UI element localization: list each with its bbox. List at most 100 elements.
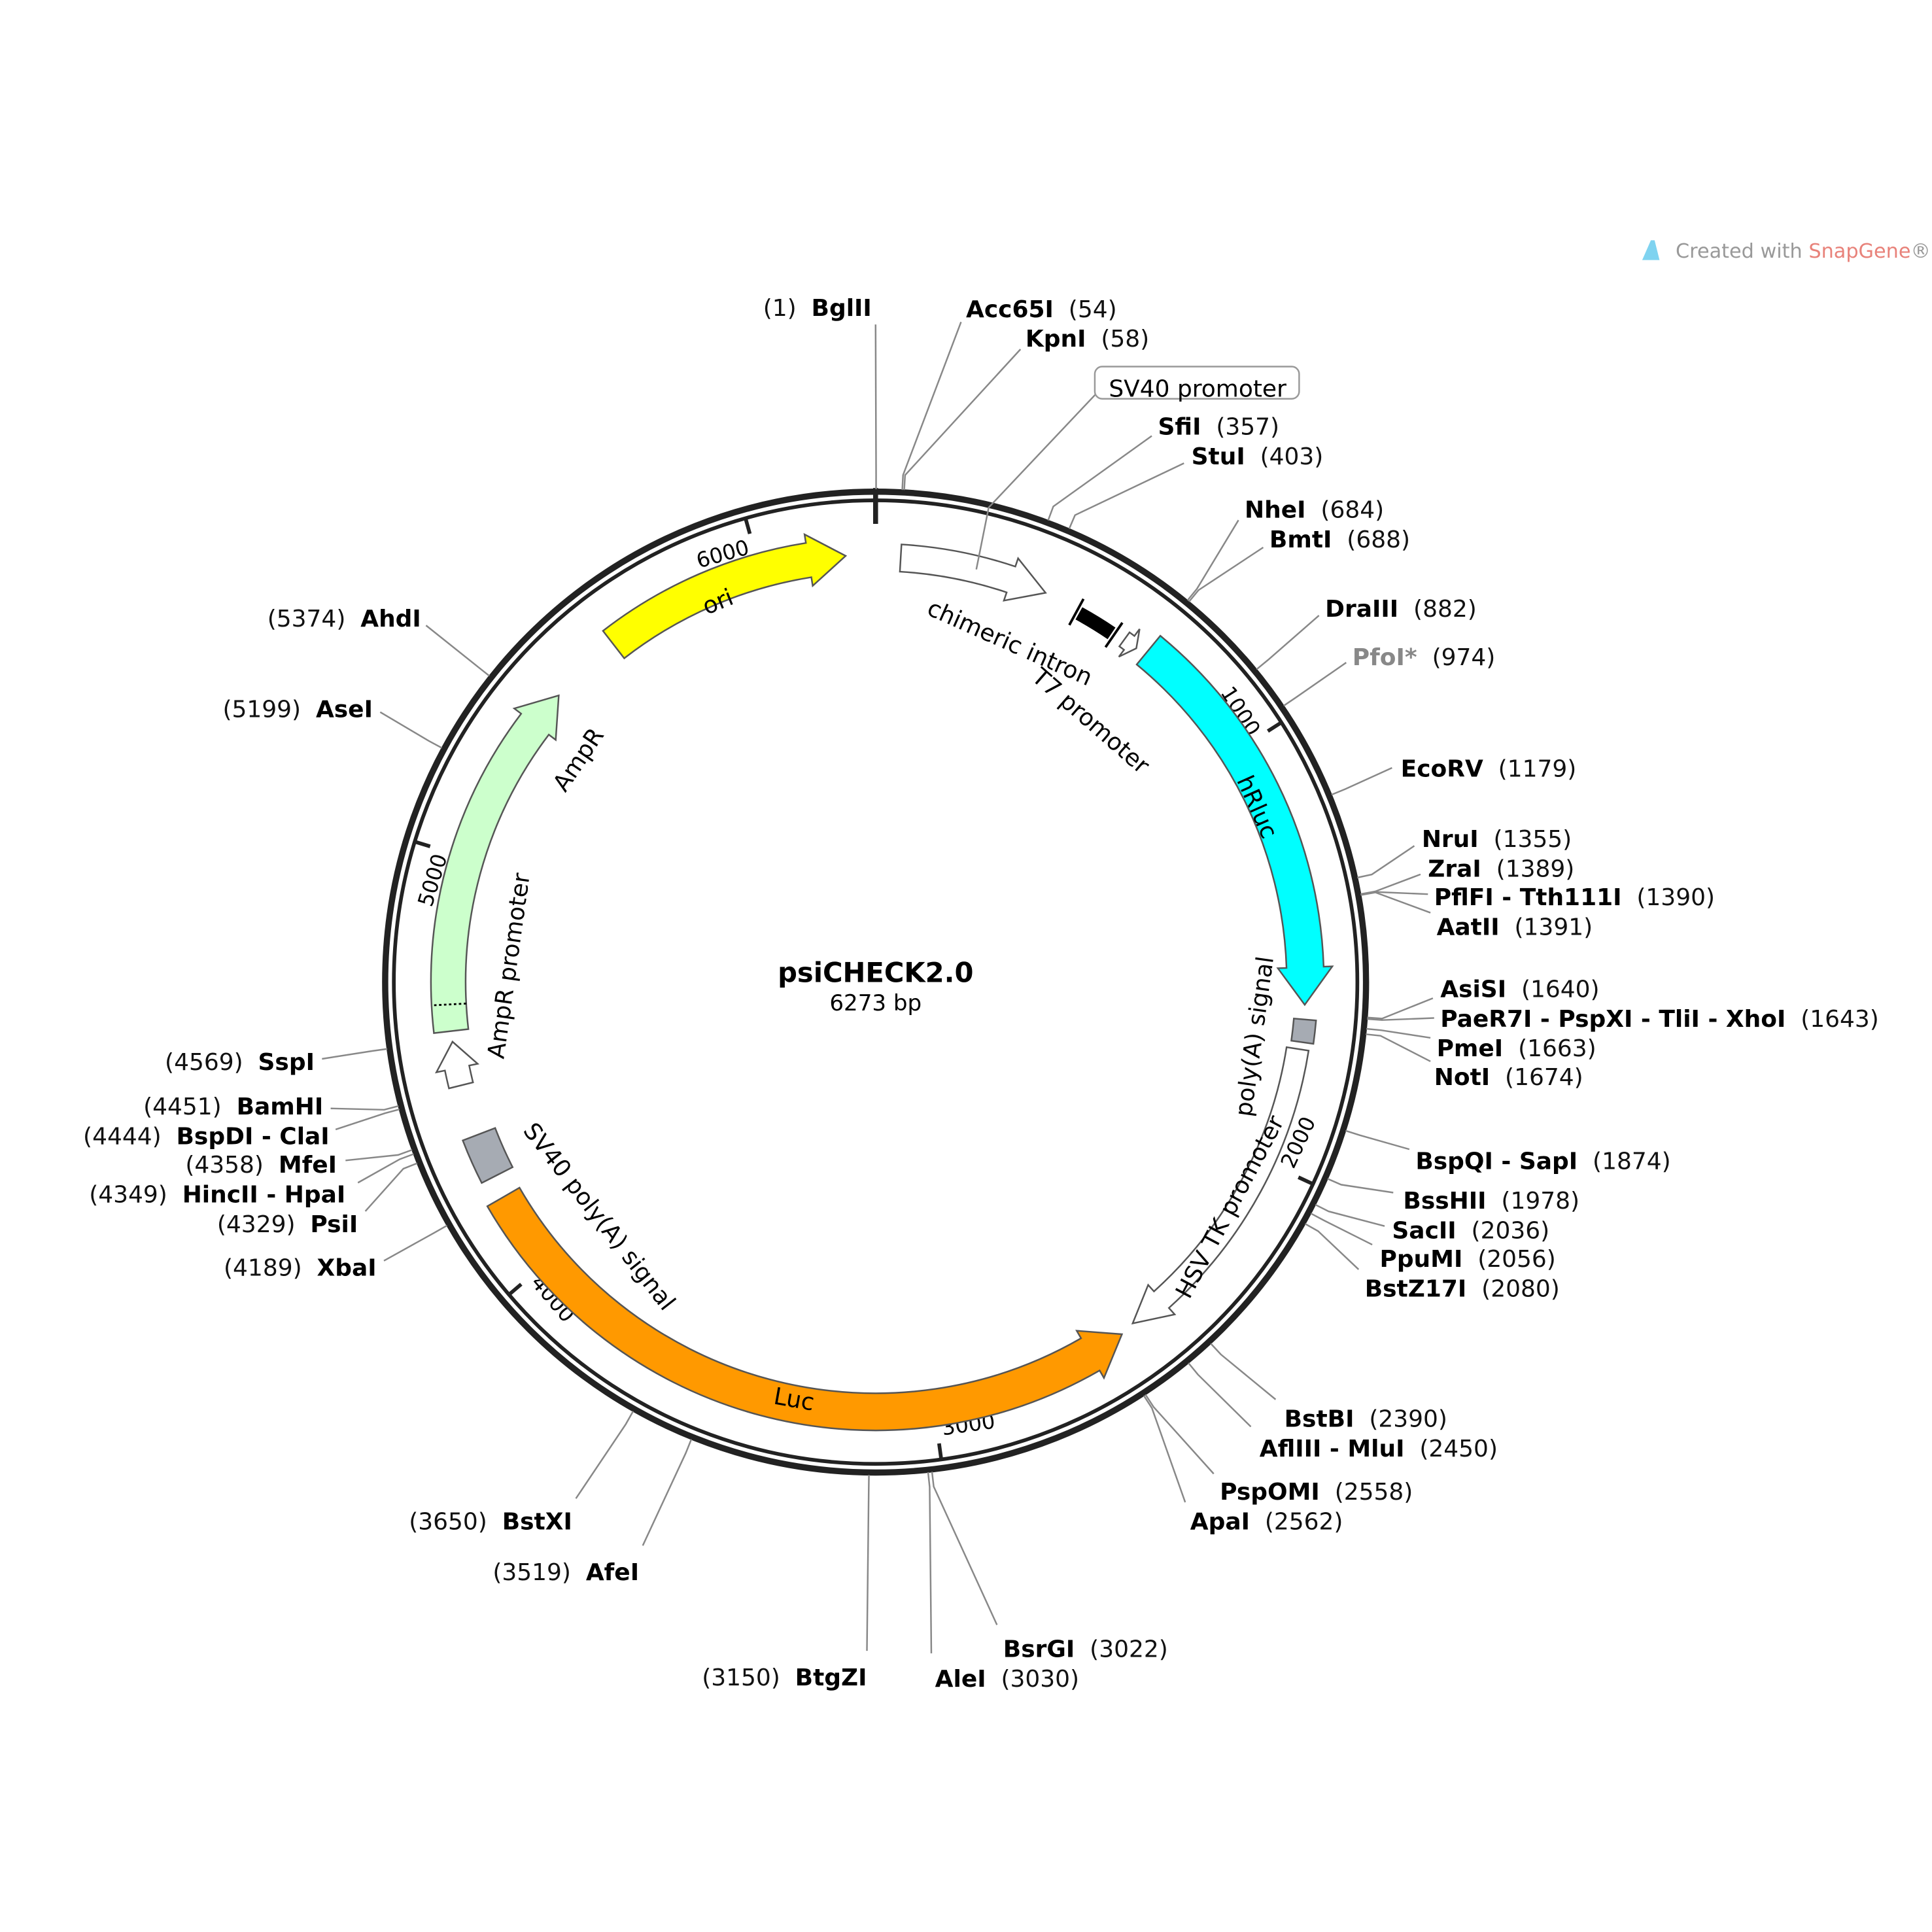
enzyme-leader-line	[322, 1048, 388, 1060]
enzyme-position: (4358)	[185, 1152, 264, 1179]
enzyme-position: (4569)	[165, 1049, 243, 1076]
feature-shape	[602, 532, 848, 660]
enzyme-name: BspQI - SapI	[1415, 1148, 1578, 1175]
enzyme-label: NheI (684)	[1245, 497, 1384, 524]
enzyme-label: PaeR7I - PspXI - TliI - XhoI (1643)	[1440, 1006, 1879, 1033]
enzyme-position: (974)	[1432, 644, 1496, 671]
enzyme-name: AsiSI	[1440, 976, 1506, 1003]
enzyme-leader-line	[1357, 845, 1415, 879]
enzyme-name: KpnI	[1026, 326, 1086, 353]
enzyme-label: StuI (403)	[1192, 443, 1324, 470]
plasmid-length: 6273 bp	[829, 990, 922, 1016]
enzyme-position: (882)	[1413, 596, 1477, 623]
enzyme-label: (1) BglII	[763, 295, 872, 322]
enzyme-site: (3150) BtgZI	[702, 1475, 870, 1691]
enzyme-site: (1) BglII	[763, 295, 877, 489]
enzyme-leader-line	[1047, 435, 1152, 521]
enzyme-leader-line	[1068, 462, 1184, 530]
snapgene-logo-icon	[1642, 240, 1660, 260]
enzyme-site: Acc65I (54)	[901, 296, 1117, 491]
enzyme-leader-line	[1360, 891, 1431, 914]
enzyme-leader-line	[1367, 1017, 1434, 1021]
enzyme-leader-line	[1327, 1178, 1394, 1194]
feature-label: AmpR promoter	[483, 871, 535, 1060]
enzyme-name: EcoRV	[1401, 755, 1483, 782]
enzyme-position: (2450)	[1419, 1436, 1498, 1462]
enzyme-name: BtgZI	[795, 1665, 867, 1691]
feature-shape	[462, 1127, 514, 1184]
enzyme-site: PpuMI (2056)	[1310, 1213, 1556, 1273]
enzyme-leader-line	[901, 321, 962, 491]
enzyme-label: (3519) AfeI	[492, 1559, 639, 1586]
enzyme-leader-line	[1186, 519, 1239, 601]
enzyme-label: NruI (1355)	[1422, 826, 1572, 853]
enzyme-name: BsrGI	[1003, 1636, 1075, 1663]
feature-sv40-promoter: SV40 promoter	[899, 366, 1300, 602]
enzyme-name: BstBI	[1285, 1406, 1354, 1432]
enzyme-name: BspDI - ClaI	[177, 1124, 330, 1150]
enzyme-name: NotI	[1434, 1064, 1490, 1091]
enzyme-position: (1674)	[1505, 1064, 1583, 1091]
enzyme-leader-line	[903, 349, 1022, 491]
enzyme-label: AsiSI (1640)	[1440, 976, 1599, 1003]
enzyme-label: NotI (1674)	[1434, 1064, 1583, 1091]
enzyme-leader-line	[1188, 1362, 1252, 1428]
enzyme-leader-line	[357, 1153, 414, 1184]
enzyme-leader-line	[379, 711, 443, 749]
enzyme-site: PaeR7I - PspXI - TliI - XhoI (1643)	[1367, 1006, 1879, 1033]
enzyme-position: (4451)	[143, 1094, 222, 1120]
enzyme-site: AatII (1391)	[1360, 891, 1593, 941]
enzyme-site: PmeI (1663)	[1366, 1027, 1596, 1062]
enzyme-name: ApaI	[1190, 1509, 1250, 1536]
enzyme-label: BstZ17I (2080)	[1365, 1276, 1560, 1303]
feature-label: SV40 promoter	[1109, 375, 1286, 402]
enzyme-name: AatII	[1437, 914, 1500, 941]
enzyme-position: (3519)	[492, 1559, 571, 1586]
enzyme-name: BssHII	[1403, 1188, 1486, 1215]
enzyme-label: (4349) HincII - HpaI	[89, 1182, 345, 1209]
enzyme-position: (1179)	[1498, 755, 1577, 782]
enzyme-position: (357)	[1216, 414, 1279, 441]
enzyme-name: PflFI - Tth111I	[1434, 884, 1622, 911]
enzyme-site: NruI (1355)	[1357, 826, 1572, 879]
enzyme-leader-line	[866, 1475, 870, 1651]
enzyme-label: (4358) MfeI	[185, 1152, 337, 1179]
enzyme-name: AhdI	[360, 606, 421, 632]
enzyme-site: SfiI (357)	[1047, 414, 1280, 521]
enzyme-label: SacII (2036)	[1392, 1218, 1549, 1245]
feature-leader-line	[975, 393, 1097, 570]
enzyme-name: AfeI	[586, 1559, 639, 1586]
tick-mark	[937, 1443, 943, 1458]
enzyme-leader-line	[1331, 767, 1392, 796]
feature-shape	[434, 1040, 480, 1090]
promoter-boundary	[431, 1003, 466, 1007]
enzyme-name: Acc65I	[966, 296, 1054, 323]
enzyme-name: BamHI	[237, 1094, 324, 1120]
enzyme-leader-line	[1188, 546, 1264, 602]
enzyme-label: (4329) PsiI	[217, 1211, 358, 1238]
enzyme-position: (3150)	[702, 1665, 780, 1691]
enzyme-position: (5374)	[267, 606, 346, 632]
enzyme-position: (58)	[1101, 326, 1149, 353]
enzyme-site: NotI (1674)	[1366, 1033, 1583, 1091]
feature-shape	[486, 1186, 1124, 1432]
enzyme-leader-line	[364, 1162, 418, 1212]
enzyme-site: ApaI (2562)	[1143, 1395, 1343, 1536]
enzyme-position: (1391)	[1515, 914, 1593, 941]
enzyme-name: BstZ17I	[1365, 1276, 1467, 1303]
enzyme-site: BstZ17I (2080)	[1304, 1223, 1560, 1303]
enzyme-name: PspOMI	[1220, 1479, 1320, 1506]
enzyme-name: PsiI	[310, 1211, 358, 1238]
enzyme-site: BssHII (1978)	[1327, 1178, 1579, 1215]
enzyme-position: (1978)	[1501, 1188, 1579, 1215]
enzyme-position: (3022)	[1090, 1636, 1168, 1663]
enzyme-label: BstBI (2390)	[1285, 1406, 1447, 1432]
enzyme-position: (1874)	[1593, 1148, 1671, 1175]
enzyme-leader-line	[1283, 662, 1347, 707]
enzyme-site: PspOMI (2558)	[1145, 1394, 1413, 1506]
enzyme-label: SfiI (357)	[1158, 414, 1280, 441]
enzyme-leader-line	[931, 1472, 998, 1625]
enzyme-label: (3150) BtgZI	[702, 1665, 867, 1691]
enzyme-leader-line	[1210, 1343, 1277, 1400]
